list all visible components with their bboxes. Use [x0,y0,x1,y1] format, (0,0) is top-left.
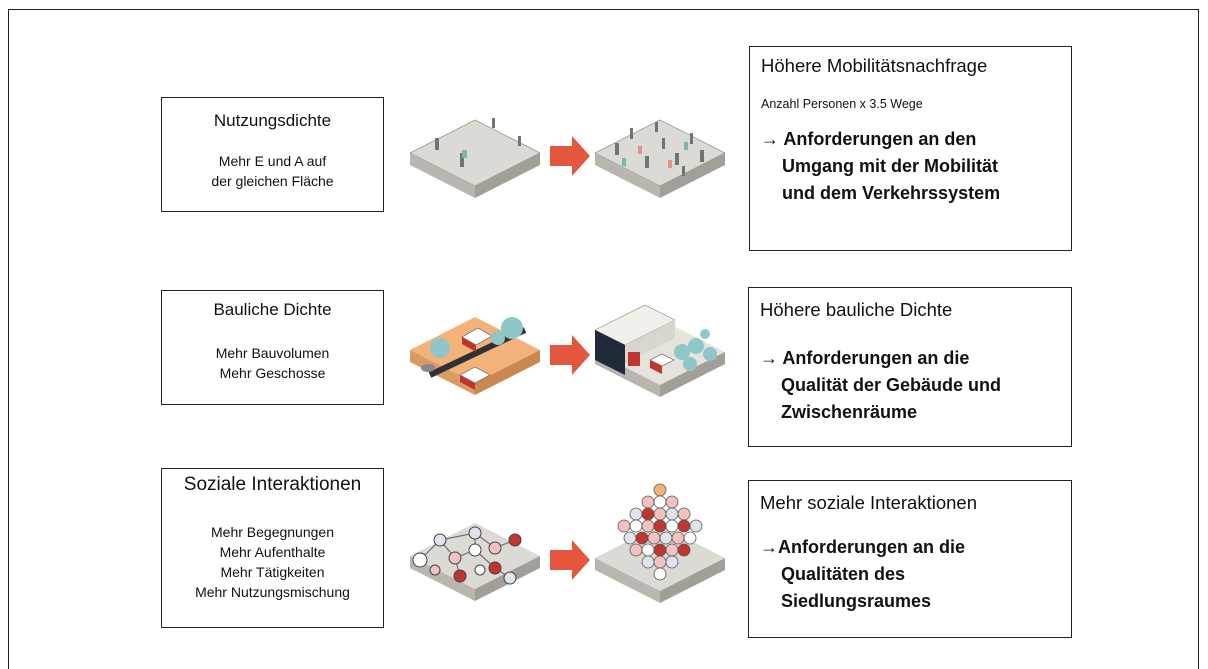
requirement-line: → Anforderungen an die [760,348,970,368]
box-title: Höhere Mobilitätsnachfrage [761,55,988,76]
box-note: Anzahl Personen x 3.5 Wege [761,97,923,111]
requirement-line: und dem Verkehrssystem [782,183,1001,203]
box-nutzungsdichte: Nutzungsdichte Mehr E und A auf der glei… [161,97,384,212]
box-line: Mehr E und A auf [218,153,327,169]
box-line: Mehr Tätigkeiten [220,564,325,580]
box-soziale-interaktionen: Soziale Interaktionen Mehr Begegnungen M… [161,468,384,628]
box-title: Soziale Interaktionen [183,474,362,495]
requirement-line: Qualität der Gebäude und [781,375,1002,395]
requirement-line: → Anforderungen an den [761,129,977,149]
usage-density-illustration [409,118,726,198]
requirement-line: Umgang mit der Mobilität [782,156,998,176]
box-bauliche-dichte-hoeher: Höhere bauliche Dichte → Anforderungen a… [748,287,1072,447]
social-interaction-illustration [410,483,725,603]
box-title: Nutzungsdichte [213,111,332,130]
box-line: Mehr Begegnungen [211,524,334,540]
box-line: Mehr Bauvolumen [215,345,330,361]
box-mobilitaetsnachfrage: Höhere Mobilitätsnachfrage Anzahl Person… [749,46,1072,251]
box-title: Mehr soziale Interaktionen [760,492,977,513]
box-mehr-soziale-interaktionen: Mehr soziale Interaktionen →Anforderunge… [748,480,1072,638]
box-bauliche-dichte: Bauliche Dichte Mehr Bauvolumen Mehr Ges… [161,290,384,405]
box-line: Mehr Nutzungsmischung [195,584,350,600]
arrow-icon [550,335,590,375]
box-title: Bauliche Dichte [213,300,332,319]
box-line: Mehr Aufenthalte [219,544,326,560]
requirement-line: Siedlungsraumes [781,591,932,611]
box-title: Höhere bauliche Dichte [760,299,953,320]
requirement-line: Zwischenräume [781,402,918,422]
box-line: Mehr Geschosse [219,365,326,381]
building-density-illustration [410,304,725,397]
arrow-icon [550,136,590,176]
box-line: der gleichen Fläche [211,173,334,189]
slide-frame [8,9,1199,669]
requirement-line: Qualitäten des [781,564,906,584]
arrow-icon [550,540,590,580]
requirement-line: →Anforderungen an die [760,537,966,557]
